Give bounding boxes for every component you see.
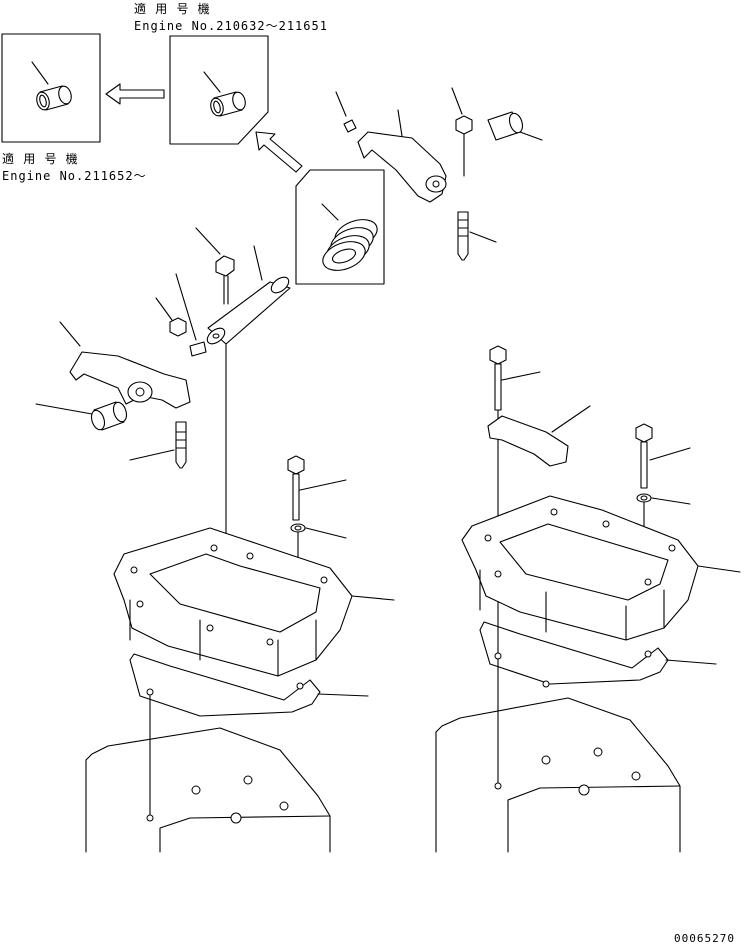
cylinder-head-right — [435, 697, 681, 853]
top-applicability-label: 適 用 号 機 — [134, 2, 211, 16]
rocker-housing-right — [461, 495, 741, 641]
rocker-arm-assembly-upper — [335, 87, 543, 261]
gasket-right — [479, 621, 717, 688]
rocker-arm-assembly-left — [35, 227, 291, 613]
bracket-right — [487, 405, 591, 467]
cylinder-head-left — [85, 727, 331, 853]
inset-spring — [295, 169, 385, 285]
inset-new-bushing — [1, 33, 101, 143]
arrow-up-left — [255, 131, 303, 173]
arrow-left — [105, 83, 165, 105]
rocker-housing-left — [113, 527, 395, 677]
top-engine-range: Engine No.210632～211651 — [134, 19, 328, 33]
drawing-number: 00065270 — [674, 932, 735, 945]
inset-old-bushing — [169, 35, 269, 145]
gasket-left — [129, 653, 369, 817]
left-applicability-label: 適 用 号 機 — [2, 152, 79, 166]
bolt-right-upper — [489, 345, 541, 787]
left-engine-range: Engine No.211652～ — [2, 169, 147, 183]
